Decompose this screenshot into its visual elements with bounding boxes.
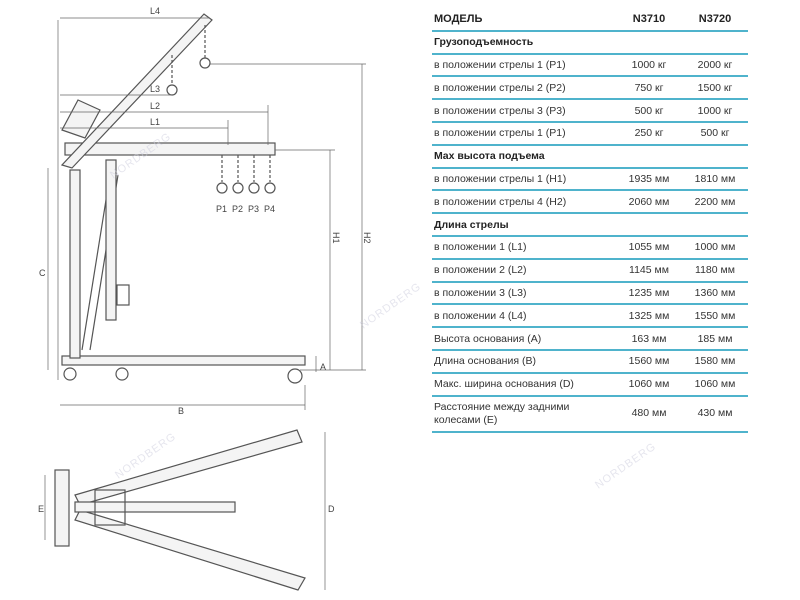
value-n3710: 163 мм <box>616 327 682 351</box>
value-n3720: 1000 мм <box>682 235 748 260</box>
section-row: Max высота подъема <box>432 144 748 169</box>
value-n3720: 1550 мм <box>682 304 748 329</box>
label-p3: P3 <box>248 204 259 214</box>
value-n3720: 1180 мм <box>682 258 748 283</box>
table-header: МОДЕЛЬ N3710 N3720 <box>432 9 748 32</box>
row-label: в положении стрелы 3 (P3) <box>432 99 616 123</box>
row-label: в положении 2 (L2) <box>432 258 616 283</box>
crane-top-view <box>54 429 306 591</box>
value-n3710: 1145 мм <box>616 258 682 283</box>
header-n3710: N3710 <box>616 9 682 32</box>
row-label: Макс. ширина основания (D) <box>432 372 616 397</box>
row-label: Длина стрелы <box>432 213 748 237</box>
value-n3710: 1000 кг <box>616 53 682 78</box>
dimension-lines <box>47 17 366 410</box>
header-n3720: N3720 <box>682 9 748 32</box>
value-n3710: 1055 мм <box>616 235 682 260</box>
row-label: Длина основания (B) <box>432 349 616 374</box>
top-dimension-lines <box>44 432 326 590</box>
value-n3710: 2060 мм <box>616 190 682 215</box>
value-n3720: 500 кг <box>682 121 748 146</box>
label-h2: H2 <box>362 232 372 244</box>
value-n3710: 1935 мм <box>616 167 682 192</box>
value-n3710: 1560 мм <box>616 349 682 374</box>
label-l1: L1 <box>150 117 160 127</box>
value-n3710: 480 мм <box>616 395 682 433</box>
table-row: Расстояние между задними колесами (E)480… <box>432 395 748 433</box>
section-row: Грузоподъемность <box>432 30 748 55</box>
row-label: Max высота подъема <box>432 144 748 169</box>
value-n3720: 1580 мм <box>682 349 748 374</box>
label-a: A <box>320 362 326 372</box>
row-label: в положении стрелы 1 (P1) <box>432 121 616 146</box>
value-n3710: 750 кг <box>616 76 682 101</box>
value-n3720: 1500 кг <box>682 76 748 101</box>
value-n3720: 1060 мм <box>682 372 748 397</box>
label-p1: P1 <box>216 204 227 214</box>
value-n3710: 1235 мм <box>616 281 682 306</box>
row-label: в положении стрелы 2 (P2) <box>432 76 616 101</box>
row-label: в положении 4 (L4) <box>432 304 616 329</box>
label-l3: L3 <box>150 84 160 94</box>
value-n3720: 1360 мм <box>682 281 748 306</box>
row-label: Высота основания (A) <box>432 327 616 351</box>
value-n3720: 430 мм <box>682 395 748 433</box>
row-label: Расстояние между задними колесами (E) <box>432 395 616 433</box>
label-h1: H1 <box>331 232 341 244</box>
value-n3710: 1325 мм <box>616 304 682 329</box>
row-label: в положении 3 (L3) <box>432 281 616 306</box>
value-n3710: 500 кг <box>616 99 682 123</box>
value-n3710: 1060 мм <box>616 372 682 397</box>
section-row: Длина стрелы <box>432 213 748 237</box>
label-d: D <box>328 504 335 514</box>
label-l2: L2 <box>150 101 160 111</box>
value-n3720: 185 мм <box>682 327 748 351</box>
row-label: Грузоподъемность <box>432 30 748 55</box>
label-e: E <box>38 504 44 514</box>
label-p4: P4 <box>264 204 275 214</box>
label-l4: L4 <box>150 6 160 16</box>
watermark: NORDBERG <box>593 440 659 492</box>
row-label: в положении стрелы 1 (P1) <box>432 53 616 78</box>
label-b: B <box>178 406 184 416</box>
value-n3710: 250 кг <box>616 121 682 146</box>
label-p2: P2 <box>232 204 243 214</box>
value-n3720: 1000 кг <box>682 99 748 123</box>
value-n3720: 2200 мм <box>682 190 748 215</box>
row-label: в положении стрелы 1 (H1) <box>432 167 616 192</box>
crane-side-view <box>60 13 306 384</box>
crane-diagram: L4 L3 L2 L1 P1 P2 P3 P4 H1 H2 C A B D E <box>38 6 372 591</box>
header-model: МОДЕЛЬ <box>432 9 616 32</box>
value-n3720: 2000 кг <box>682 53 748 78</box>
row-label: в положении 1 (L1) <box>432 235 616 260</box>
row-label: в положении стрелы 4 (H2) <box>432 190 616 215</box>
label-c: C <box>39 268 46 278</box>
value-n3720: 1810 мм <box>682 167 748 192</box>
